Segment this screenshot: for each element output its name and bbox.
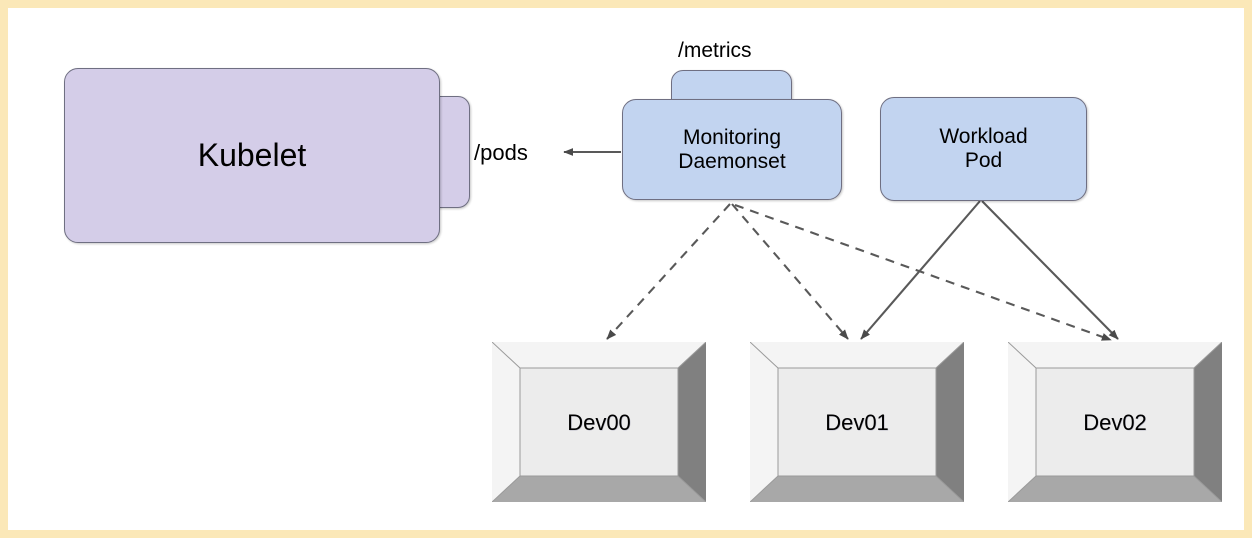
- device-box-dev02[interactable]: Dev02: [1008, 342, 1222, 502]
- dev02-bevel-graphic: [1008, 342, 1222, 502]
- dev00-bevel-graphic: [492, 342, 706, 502]
- dev02-label: Dev02: [1083, 410, 1147, 435]
- device-box-dev00[interactable]: Dev00: [492, 342, 706, 502]
- dev01-label: Dev01: [825, 410, 889, 435]
- kubelet-box[interactable]: Kubelet: [64, 68, 440, 243]
- diagram-canvas: Kubelet /pods /metrics Monitoring Daemon…: [8, 8, 1252, 546]
- workload-pod-box[interactable]: Workload Pod: [880, 97, 1087, 201]
- dev01-bevel-graphic: [750, 342, 964, 502]
- monitoring-daemonset-label-line2: Daemonset: [678, 149, 786, 173]
- edge-monitoring-to-dev01: [731, 203, 849, 340]
- dev00-label: Dev00: [567, 410, 631, 435]
- metrics-endpoint-label: /metrics: [678, 39, 752, 62]
- workload-pod-label-line2: Pod: [964, 149, 1003, 172]
- edge-workload-to-dev02: [981, 200, 1119, 340]
- device-box-dev01[interactable]: Dev01: [750, 342, 964, 502]
- monitoring-daemonset-box[interactable]: Monitoring Daemonset: [622, 99, 842, 200]
- edge-monitoring-to-dev00: [606, 203, 731, 340]
- edge-workload-to-dev01: [860, 200, 981, 340]
- kubelet-label: Kubelet: [197, 136, 307, 173]
- workload-pod-label-line1: Workload: [939, 125, 1028, 149]
- monitoring-daemonset-label-line1: Monitoring: [682, 125, 782, 149]
- edge-monitoring-to-dev02: [734, 204, 1112, 341]
- pods-endpoint-label: /pods: [474, 140, 528, 165]
